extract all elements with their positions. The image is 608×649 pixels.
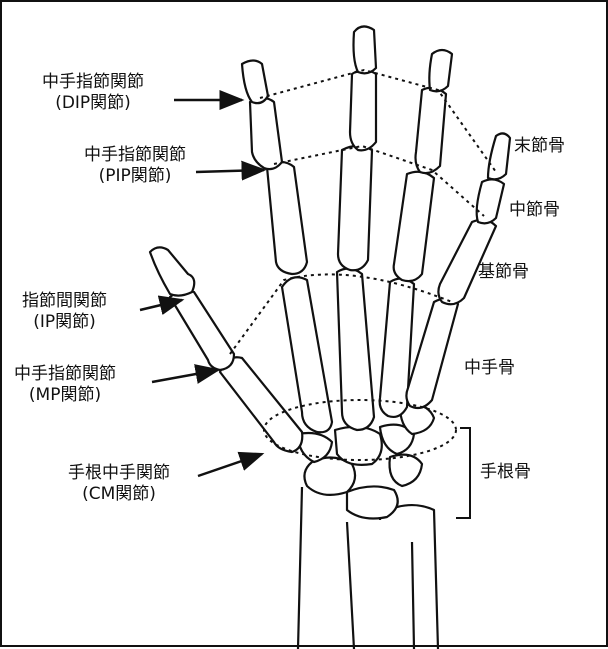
cm-label-line2: (CM関節) xyxy=(68,484,170,505)
dip-joint-line xyxy=(260,70,496,172)
middle-middle-phalanx xyxy=(350,70,376,150)
pip-joint-line xyxy=(274,146,484,216)
carpal-bone xyxy=(390,455,423,486)
ip-label-line2: (IP関節) xyxy=(22,312,107,333)
middle-distal-phalanx xyxy=(354,26,377,73)
dip-joint-label: 中手指節関節 (DIP関節) xyxy=(42,72,144,114)
pip-label-line2: (PIP関節) xyxy=(84,166,186,187)
cm-joint-label: 手根中手関節 (CM関節) xyxy=(68,463,170,505)
thumb-distal-phalanx xyxy=(150,247,194,295)
metacarpal-label: 中手骨 xyxy=(464,358,515,379)
middle-phalanx-label: 中節骨 xyxy=(509,200,560,221)
thumb-metacarpal xyxy=(220,357,302,452)
middle-metacarpal xyxy=(337,268,374,430)
dip-label-line2: (DIP関節) xyxy=(42,93,144,114)
thumb-proximal-phalanx xyxy=(170,291,234,370)
ip-label-line1: 指節間関節 xyxy=(22,291,107,312)
dip-label-line1: 中手指節関節 xyxy=(42,72,144,93)
pip-arrow xyxy=(196,170,264,172)
proximal-phalanx-label: 基節骨 xyxy=(478,262,529,283)
carpal-label: 手根骨 xyxy=(480,462,531,483)
little-middle-phalanx xyxy=(477,179,504,223)
index-distal-phalanx xyxy=(242,61,268,104)
cm-arrow xyxy=(198,454,262,476)
ring-middle-phalanx xyxy=(416,88,447,173)
little-metacarpal xyxy=(406,298,458,408)
mp-arrow xyxy=(152,370,218,382)
distal-phalanx-label: 末節骨 xyxy=(514,136,565,157)
mp-label-line2: (MP関節) xyxy=(14,385,116,406)
pip-label-line1: 中手指節関節 xyxy=(84,145,186,166)
mp-label-line1: 中手指節関節 xyxy=(14,364,116,385)
mp-joint-label: 中手指節関節 (MP関節) xyxy=(14,364,116,406)
little-distal-phalanx xyxy=(488,133,510,179)
carpal-bracket xyxy=(456,428,470,518)
ulna-bone xyxy=(380,505,438,649)
ring-distal-phalanx xyxy=(429,50,452,91)
index-proximal-phalanx xyxy=(267,162,307,274)
index-middle-phalanx xyxy=(250,98,282,169)
radius-bone xyxy=(298,487,354,649)
ip-joint-label: 指節間関節 (IP関節) xyxy=(22,291,107,333)
cm-label-line1: 手根中手関節 xyxy=(68,463,170,484)
carpal-bone xyxy=(347,486,398,518)
middle-proximal-phalanx xyxy=(338,146,372,270)
pip-joint-label: 中手指節関節 (PIP関節) xyxy=(84,145,186,187)
ring-proximal-phalanx xyxy=(394,172,434,281)
